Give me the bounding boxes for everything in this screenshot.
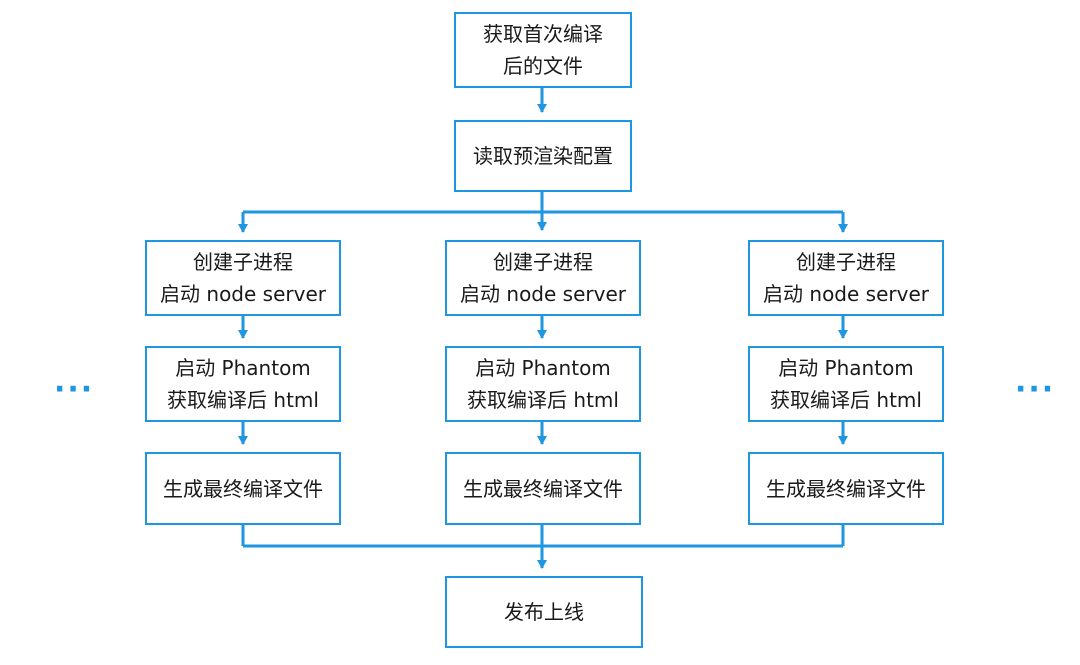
node-get-first-compile: 获取首次编译 后的文件 [454,12,632,88]
node-generate-final-3: 生成最终编译文件 [748,452,944,525]
node-create-process-1: 创建子进程 启动 node server [145,240,341,316]
node-start-phantom-3-line2: 获取编译后 html [770,388,922,412]
node-generate-final-3-label: 生成最终编译文件 [766,476,926,501]
node-read-config-label: 读取预渲染配置 [473,144,613,168]
node-create-process-2: 创建子进程 启动 node server [445,240,641,316]
node-start-phantom-3-line1: 启动 Phantom [778,356,914,380]
node-create-process-1-line2: 启动 node server [160,282,326,306]
node-create-process-2-line2: 启动 node server [460,282,626,306]
node-start-phantom-1: 启动 Phantom 获取编译后 html [145,346,341,422]
node-get-first-compile-line1: 获取首次编译 [483,22,603,46]
node-create-process-3-line2: 启动 node server [763,282,929,306]
node-publish-label: 发布上线 [504,600,584,624]
node-read-config: 读取预渲染配置 [454,120,632,192]
ellipsis-left: ··· [54,372,95,407]
node-create-process-3: 创建子进程 启动 node server [748,240,944,316]
node-get-first-compile-line2: 后的文件 [503,54,583,78]
node-start-phantom-2-line2: 获取编译后 html [467,388,619,412]
node-generate-final-2: 生成最终编译文件 [445,452,641,525]
node-start-phantom-2: 启动 Phantom 获取编译后 html [445,346,641,422]
node-start-phantom-2-line1: 启动 Phantom [475,356,611,380]
node-create-process-3-line1: 创建子进程 [796,250,896,274]
node-start-phantom-1-line1: 启动 Phantom [175,356,311,380]
node-create-process-2-line1: 创建子进程 [493,250,593,274]
node-generate-final-2-label: 生成最终编译文件 [463,476,623,501]
ellipsis-right: ··· [1015,372,1056,407]
node-start-phantom-1-line2: 获取编译后 html [167,388,319,412]
node-start-phantom-3: 启动 Phantom 获取编译后 html [748,346,944,422]
node-generate-final-1-label: 生成最终编译文件 [163,476,323,501]
node-create-process-1-line1: 创建子进程 [193,250,293,274]
node-publish: 发布上线 [445,576,643,648]
node-generate-final-1: 生成最终编译文件 [145,452,341,525]
